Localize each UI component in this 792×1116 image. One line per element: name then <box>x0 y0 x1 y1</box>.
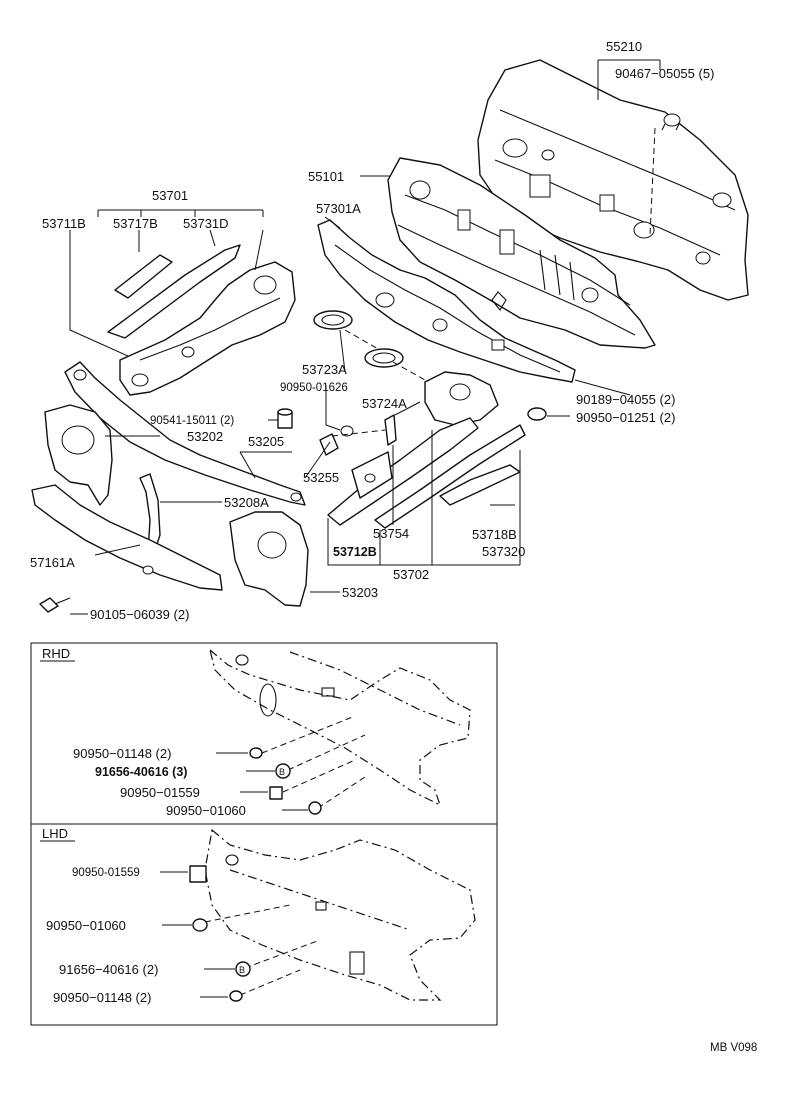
rhd-clip-glyph-b: B <box>279 767 285 777</box>
plug-90950-01251 <box>527 407 547 421</box>
label-55101: 55101 <box>308 169 344 184</box>
bolt-90467 <box>661 113 681 131</box>
label-53712b: 53712B <box>333 545 377 559</box>
crossmember-57161a <box>31 484 223 591</box>
diagram-code: MB V098 <box>710 1042 757 1054</box>
apron-53701 <box>119 261 296 396</box>
leader-lines <box>69 59 661 615</box>
apron-53702 <box>327 371 499 526</box>
label-90189: 90189−04055 (2) <box>576 392 675 407</box>
headlamp-support-53203 <box>229 511 309 607</box>
label-53208a: 53208A <box>224 495 269 510</box>
rhd-item-4: 90950−01060 <box>166 803 246 818</box>
label-53711b: 53711B <box>42 216 86 231</box>
lhd-title: LHD <box>42 826 68 841</box>
lhd-inset: LHD B 90950-01559 90950−01060 91656−4061… <box>30 823 498 1026</box>
radiator-support-53202 <box>64 361 306 506</box>
label-57161a: 57161A <box>30 555 75 570</box>
rail-53717b <box>114 254 173 299</box>
label-55210: 55210 <box>606 39 642 54</box>
label-53205: 53205 <box>248 434 284 449</box>
label-53724a: 53724A <box>362 396 407 411</box>
label-537320: 537320 <box>482 544 525 559</box>
grommet <box>491 291 507 311</box>
bracket-53754 <box>384 414 397 446</box>
rhd-item-3: 90950−01559 <box>120 785 200 800</box>
rail-537320 <box>374 424 526 529</box>
clip-90950-01626 <box>340 425 354 437</box>
label-53701: 53701 <box>152 188 188 203</box>
dash-panel-55210 <box>477 59 749 301</box>
label-53723a: 53723A <box>302 362 347 377</box>
label-57301a: 57301A <box>316 201 361 216</box>
label-90105: 90105−06039 (2) <box>90 607 189 622</box>
label-90950-01251: 90950−01251 (2) <box>576 410 675 425</box>
cushion-90541 <box>277 408 293 429</box>
label-90950-01626: 90950-01626 <box>280 382 348 394</box>
lhd-item-3: 91656−40616 (2) <box>59 962 158 977</box>
part-labels: 55210 90467−05055 (5) 55101 57301A 53701… <box>30 39 714 622</box>
label-53255: 53255 <box>303 470 339 485</box>
label-53718b: 53718B <box>472 527 517 542</box>
lhd-item-1: 90950-01559 <box>72 867 140 879</box>
label-53731d: 53731D <box>183 216 229 231</box>
cowl-panel-57301a <box>317 219 576 383</box>
bolt-90105 <box>39 597 71 613</box>
label-53702: 53702 <box>393 567 429 582</box>
rhd-inset: RHD B 90950−01148 (2) 91656-40616 (3) 90… <box>30 642 498 825</box>
label-53203: 53203 <box>342 585 378 600</box>
lhd-item-4: 90950−01148 (2) <box>53 990 151 1005</box>
rhd-item-2: 91656-40616 (3) <box>95 765 187 779</box>
rail-53731d <box>107 244 241 339</box>
label-53754: 53754 <box>373 526 409 541</box>
label-90541: 90541-15011 (2) <box>150 415 234 427</box>
rhd-item-1: 90950−01148 (2) <box>73 746 171 761</box>
lhd-clip-glyph-b: B <box>239 965 245 975</box>
label-53717b: 53717B <box>113 216 158 231</box>
label-53202: 53202 <box>187 429 223 444</box>
headlamp-support-53205-left <box>44 404 113 506</box>
label-90467: 90467−05055 (5) <box>615 66 714 81</box>
ring-53723a <box>313 310 353 330</box>
rhd-title: RHD <box>42 646 70 661</box>
lhd-item-2: 90950−01060 <box>46 918 126 933</box>
dash-panel-55101 <box>387 157 656 349</box>
